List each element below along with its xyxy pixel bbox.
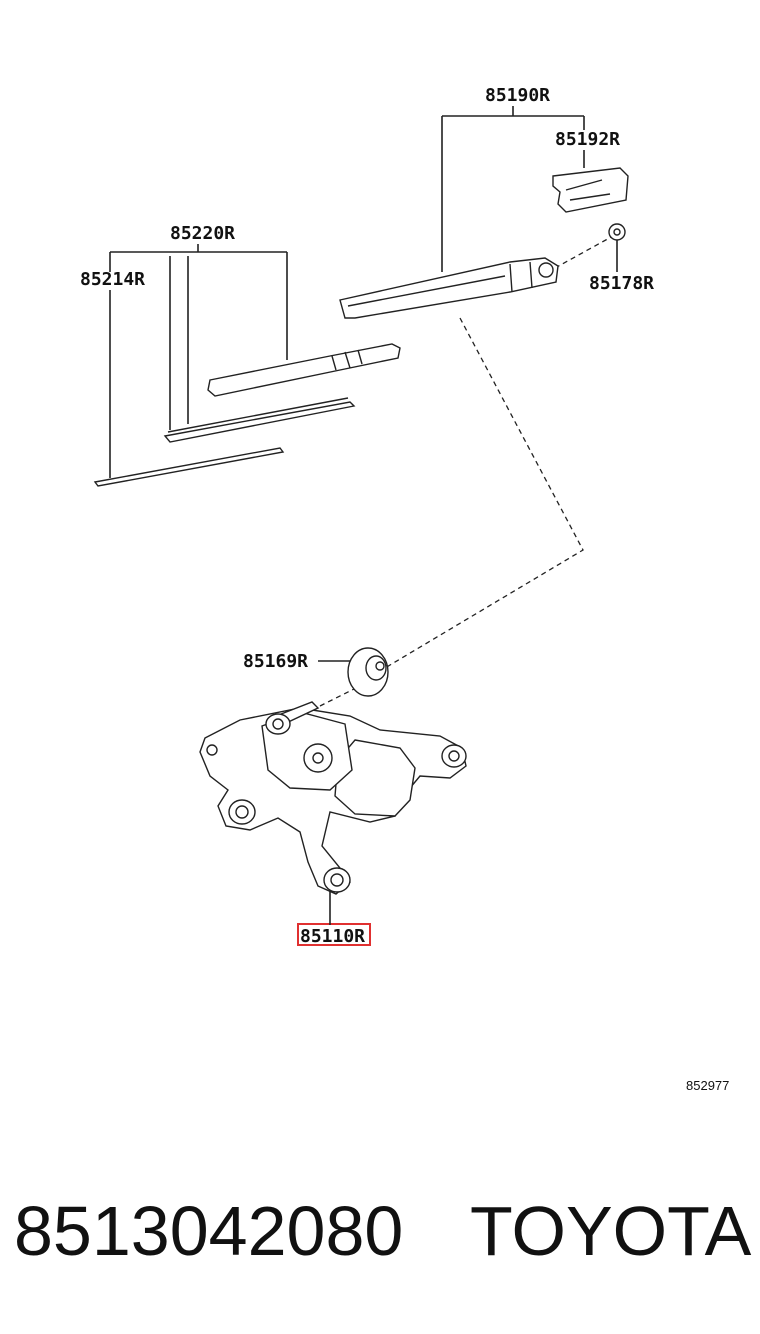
pivot-cap: [347, 647, 389, 697]
brand-name: TOYOTA: [470, 1192, 752, 1270]
part-number: 8513042080: [14, 1192, 404, 1270]
assembly-dash-nut: [554, 235, 614, 269]
wiper-assembly-diagram: 85190R 85192R 85220R 85214R 85178R 85169…: [80, 85, 729, 1093]
arm-cap: [552, 167, 629, 213]
callout-85169[interactable]: 85169R: [243, 651, 308, 672]
nut: [608, 223, 626, 241]
part-footer: 8513042080 TOYOTA: [0, 1185, 760, 1285]
blade-rubber: [93, 447, 285, 487]
callout-85190[interactable]: 85190R: [485, 85, 550, 106]
leader-85220: [109, 244, 288, 360]
wiper-motor: [199, 701, 467, 895]
callout-85110[interactable]: 85110R: [300, 926, 365, 947]
wiper-arm: [339, 257, 559, 319]
wiper-blade: [163, 343, 401, 443]
assembly-dash-arm-to-cap: [384, 317, 584, 669]
callout-85178[interactable]: 85178R: [589, 273, 654, 294]
callout-85220[interactable]: 85220R: [170, 223, 235, 244]
leader-85220-blade: [169, 256, 189, 430]
callout-85214[interactable]: 85214R: [80, 269, 145, 290]
diagram-reference-code: 852977: [686, 1078, 729, 1093]
leader-85190: [441, 106, 585, 272]
callout-highlight-box: [297, 923, 371, 946]
callout-85192[interactable]: 85192R: [555, 129, 620, 150]
